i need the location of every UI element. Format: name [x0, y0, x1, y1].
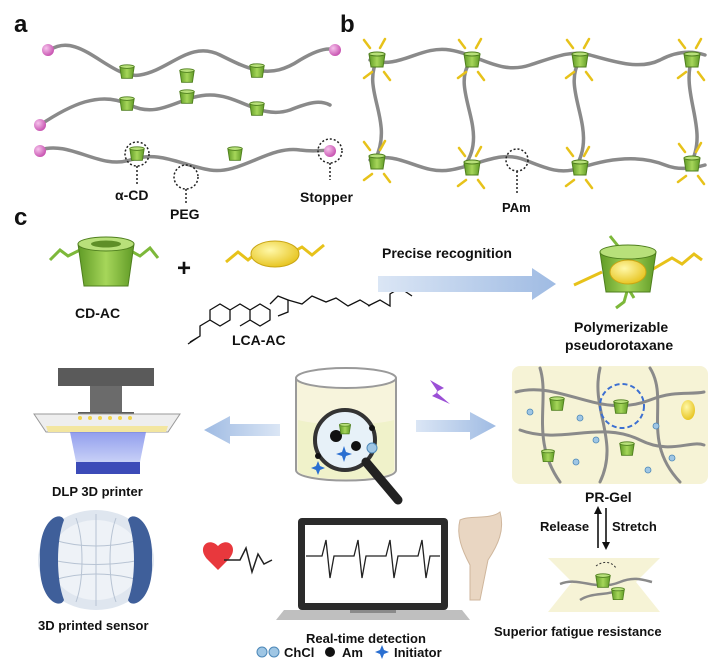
panel-label-a: a	[14, 11, 28, 38]
cd-ac-label: CD-AC	[75, 305, 120, 321]
beaker-illustration	[295, 367, 403, 505]
recognition-arrow	[378, 268, 556, 300]
cd-ac-molecule	[48, 236, 160, 287]
polymerizable-line2: pseudorotaxane	[565, 337, 673, 353]
wrist-illustration	[458, 511, 503, 601]
pam-label: PAm	[502, 200, 531, 215]
chcl-icon	[256, 646, 280, 658]
precise-recognition-label: Precise recognition	[382, 245, 512, 261]
stretch-label: Stretch	[612, 519, 657, 534]
fatigue-label: Superior fatigue resistance	[494, 624, 662, 639]
plus-sign: +	[177, 255, 191, 282]
lca-ac-molecule	[187, 240, 413, 345]
polyrotaxane-diagram: α-CD PEG Stopper	[34, 43, 353, 222]
pr-gel-label: PR-Gel	[585, 489, 632, 505]
dlp-printer-label: DLP 3D printer	[52, 484, 143, 499]
dlp-printer-illustration	[33, 368, 181, 474]
alpha-cd-label: α-CD	[115, 187, 149, 203]
panel-label-c: c	[14, 204, 27, 231]
pam-network-diagram: PAm	[362, 37, 707, 215]
pr-gel-network	[512, 366, 708, 484]
laptop-illustration	[276, 518, 470, 620]
realtime-label: Real-time detection	[306, 631, 426, 646]
initiator-star-icon	[375, 645, 389, 659]
polymerizable-line1: Polymerizable	[574, 319, 668, 335]
callout-circles	[124, 138, 343, 203]
release-stretch-arrows	[594, 506, 610, 550]
peg-chains	[38, 43, 337, 173]
am-dot-icon	[325, 647, 335, 657]
right-arrow	[416, 412, 496, 440]
heartbeat-icon	[202, 542, 273, 575]
cd-crosslinks	[368, 51, 701, 176]
printed-sensor-photo	[38, 510, 154, 610]
uv-light-icon	[430, 380, 450, 404]
left-arrow	[204, 416, 280, 444]
panel-label-b: b	[340, 11, 355, 38]
stopper-label: Stopper	[300, 189, 353, 205]
alpha-cd-rings	[119, 63, 265, 161]
legend-chcl: ChCl	[284, 645, 314, 660]
release-label: Release	[540, 519, 589, 534]
legend-initiator: Initiator	[394, 645, 442, 660]
fatigue-diagram	[548, 558, 660, 612]
printed-sensor-label: 3D printed sensor	[38, 618, 149, 633]
pseudorotaxane-molecule	[573, 235, 703, 310]
peg-label: PEG	[170, 206, 200, 222]
legend-am: Am	[342, 645, 363, 660]
lca-ac-label: LCA-AC	[232, 332, 286, 348]
stopper-beads	[34, 44, 341, 157]
legend: ChCl Am Initiator	[256, 645, 442, 660]
